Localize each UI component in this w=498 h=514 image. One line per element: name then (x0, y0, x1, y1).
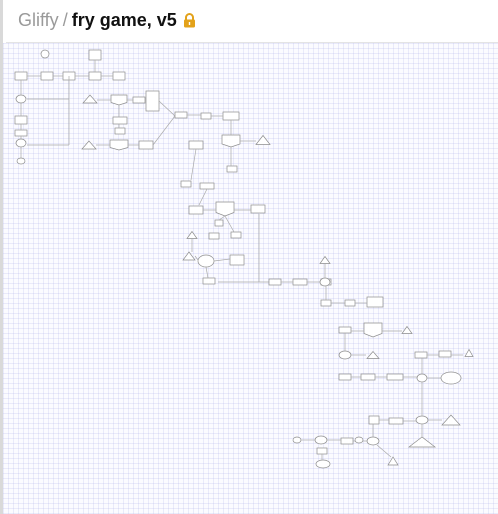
flow-box[interactable] (188, 205, 204, 215)
flow-connector[interactable] (376, 444, 392, 458)
flow-connector[interactable] (152, 115, 176, 146)
flow-triangle[interactable] (401, 325, 413, 334)
flow-triangle[interactable] (186, 230, 198, 239)
flow-connector[interactable] (198, 188, 208, 206)
flow-box[interactable] (338, 326, 352, 334)
flow-box[interactable] (268, 278, 282, 286)
flow-triangle[interactable] (387, 456, 399, 466)
flow-node[interactable] (15, 138, 27, 148)
flow-node[interactable] (292, 436, 302, 444)
flow-triangle[interactable] (182, 251, 196, 261)
flow-box[interactable] (14, 71, 28, 81)
breadcrumb: Gliffy/fry game, v5 (18, 9, 196, 33)
flow-connector[interactable] (205, 266, 209, 279)
flow-triangle[interactable] (366, 350, 380, 359)
flow-connector[interactable] (190, 148, 197, 181)
flow-connector[interactable] (218, 215, 226, 221)
flow-connector[interactable] (158, 100, 176, 117)
flow-box[interactable] (188, 140, 204, 150)
flow-connector[interactable] (194, 255, 199, 261)
flow-box[interactable] (386, 373, 404, 381)
flow-box[interactable] (14, 129, 28, 137)
flow-triangle[interactable] (82, 94, 98, 104)
flow-decision[interactable] (221, 134, 241, 148)
header-bar: Gliffy/fry game, v5 (6, 0, 498, 43)
flow-box[interactable] (180, 180, 192, 188)
flow-box[interactable] (208, 232, 220, 240)
flow-box[interactable] (114, 127, 126, 135)
flow-box[interactable] (138, 140, 154, 150)
flow-box[interactable] (320, 299, 332, 307)
flow-box[interactable] (112, 71, 126, 81)
flow-box[interactable] (292, 278, 308, 286)
flow-triangle[interactable] (407, 436, 437, 448)
breadcrumb-separator: / (62, 10, 68, 30)
flow-box[interactable] (174, 111, 188, 119)
flow-box[interactable] (438, 350, 452, 358)
flow-triangle[interactable] (464, 348, 474, 357)
flow-box[interactable] (40, 71, 54, 81)
flow-box[interactable] (316, 447, 328, 455)
flow-box[interactable] (230, 231, 242, 239)
flow-node[interactable] (354, 436, 364, 444)
flow-decision[interactable] (109, 139, 129, 151)
flow-box[interactable] (414, 351, 428, 359)
flow-node[interactable] (366, 436, 380, 446)
flow-box[interactable] (88, 71, 102, 81)
flow-box[interactable] (199, 182, 215, 190)
flow-box[interactable] (202, 277, 216, 285)
flow-decision[interactable] (363, 322, 383, 338)
flow-node[interactable] (415, 415, 429, 425)
flow-box[interactable] (229, 254, 245, 266)
flow-box[interactable] (388, 417, 404, 425)
flow-node[interactable] (314, 435, 328, 445)
flow-box[interactable] (226, 165, 238, 173)
flow-node[interactable] (416, 373, 428, 383)
flow-box[interactable] (132, 96, 146, 104)
flow-box[interactable] (340, 437, 354, 445)
flow-triangle[interactable] (319, 255, 331, 264)
flow-triangle[interactable] (81, 140, 97, 150)
flow-box[interactable] (145, 90, 160, 112)
flow-node[interactable] (440, 371, 462, 385)
flow-box[interactable] (214, 219, 224, 227)
document-title[interactable]: fry game, v5 (71, 10, 177, 30)
flow-box[interactable] (222, 111, 240, 121)
brand-link[interactable]: Gliffy (18, 10, 59, 30)
diagram-canvas[interactable] (3, 43, 498, 514)
flow-node[interactable] (315, 459, 331, 469)
flow-connector[interactable] (224, 215, 235, 233)
flow-box[interactable] (368, 415, 380, 425)
lock-icon (183, 11, 196, 33)
flow-triangle[interactable] (255, 134, 271, 145)
flow-decision[interactable] (110, 94, 128, 106)
flow-box[interactable] (112, 116, 128, 125)
flow-box[interactable] (338, 373, 352, 381)
flow-node[interactable] (319, 277, 331, 287)
flow-box[interactable] (360, 373, 376, 381)
flow-node[interactable] (338, 350, 352, 360)
flow-box[interactable] (250, 204, 266, 214)
flow-box[interactable] (200, 112, 212, 120)
flow-box[interactable] (14, 115, 28, 125)
flow-box[interactable] (88, 49, 102, 61)
flow-connector[interactable] (213, 258, 231, 262)
flow-node[interactable] (40, 49, 50, 59)
flowchart-diagram[interactable] (3, 43, 498, 514)
flow-node[interactable] (15, 94, 27, 104)
flow-box[interactable] (344, 299, 356, 307)
flow-node[interactable] (197, 254, 215, 268)
flow-decision[interactable] (215, 201, 235, 217)
flow-triangle[interactable] (441, 414, 461, 426)
flow-node[interactable] (16, 157, 26, 165)
flow-box[interactable] (366, 296, 384, 308)
